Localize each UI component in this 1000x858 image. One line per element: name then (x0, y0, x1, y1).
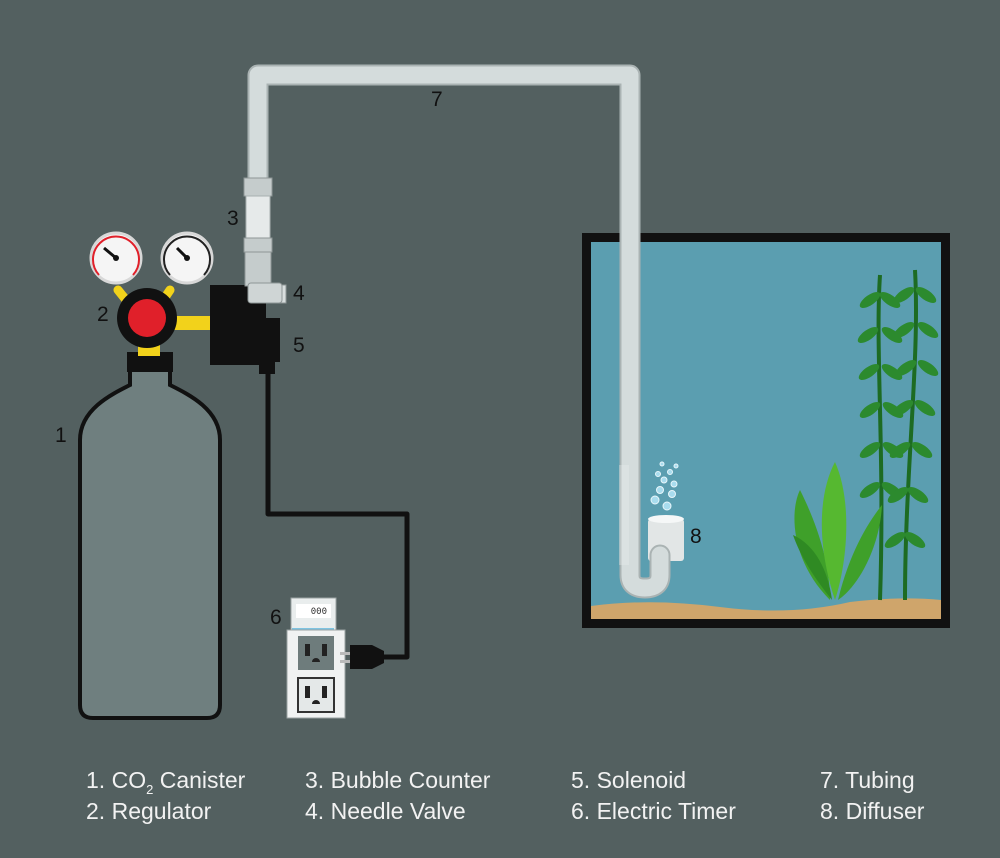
callout-tubing: 7 (431, 88, 443, 111)
regulator (113, 285, 212, 356)
outlet-socket (297, 677, 335, 713)
callout-bubble-counter: 3 (227, 207, 239, 230)
power-cord (265, 372, 410, 660)
needle-valve (244, 249, 287, 304)
legend-item-diffuser: 8. Diffuser (820, 798, 925, 824)
bubble-counter (243, 177, 273, 253)
timer-display: 000 (311, 607, 327, 617)
callout-canister: 1 (55, 424, 67, 447)
pressure-gauge-right (160, 231, 214, 285)
callout-diffuser: 8 (690, 525, 702, 548)
legend-item-bubble-counter: 3. Bubble Counter (305, 767, 491, 793)
tank-sand (591, 598, 941, 619)
timer-socket (298, 636, 334, 670)
legend-item-tubing: 7. Tubing (820, 767, 915, 793)
stem-plant-leaves (857, 286, 939, 549)
solenoid (210, 285, 280, 374)
regulator-knob (128, 299, 166, 337)
legend-item-timer: 6. Electric Timer (571, 798, 736, 824)
aquarium (582, 233, 950, 628)
gauge-scale (163, 235, 211, 276)
pressure-gauge-left (89, 231, 143, 285)
stem-plant (876, 269, 919, 601)
tubing-highlight (619, 465, 629, 565)
callout-regulator: 2 (97, 303, 109, 326)
legend-item-regulator: 2. Regulator (86, 798, 212, 824)
co2-tubing (247, 64, 671, 599)
timer-screen (296, 604, 331, 618)
callout-solenoid: 5 (293, 334, 305, 357)
legend-item-canister: 1. CO2 Canister (86, 767, 246, 797)
co2-canister (78, 352, 222, 720)
co2-bubbles (650, 461, 679, 511)
callout-timer: 6 (270, 606, 282, 629)
sword-plant (793, 462, 882, 600)
legend-item-solenoid: 5. Solenoid (571, 767, 686, 793)
canister-valve (127, 352, 173, 372)
power-plug (350, 645, 384, 669)
gauge-scale (92, 235, 140, 276)
legend: 1. CO2 Canister 2. Regulator 3. Bubble C… (86, 767, 925, 824)
electric-timer: 000 (286, 597, 384, 719)
callout-needle-valve: 4 (293, 282, 305, 305)
legend-item-needle-valve: 4. Needle Valve (305, 798, 466, 824)
